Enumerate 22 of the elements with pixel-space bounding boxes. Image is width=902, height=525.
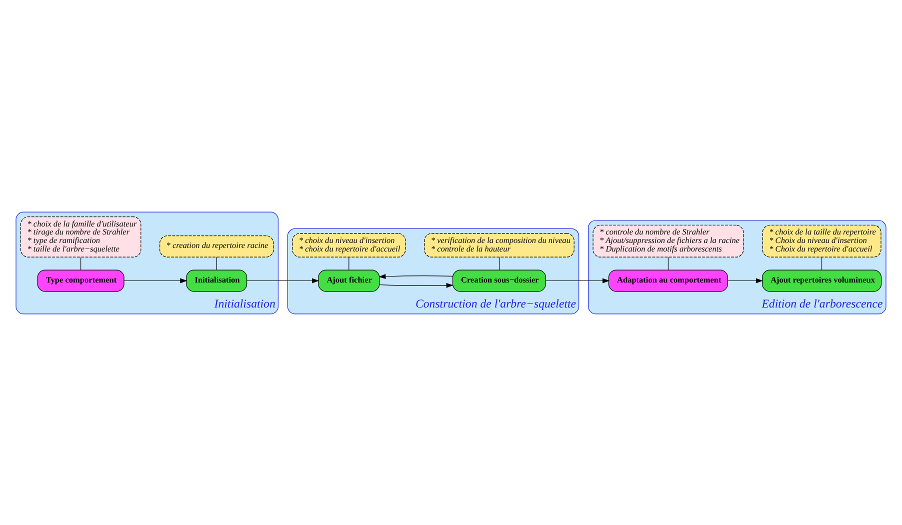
connector bbox=[80, 256, 82, 270]
arrow bbox=[378, 274, 453, 278]
node-box: * choix de la famille d'utilisateur * tirage du nombre de Strahler * type de ramification * taille de l'arbre−squelette bbox=[20, 216, 142, 257]
arrow bbox=[124, 278, 188, 283]
node-box: * creation du repertoire racine bbox=[160, 234, 274, 257]
node-box: Creation sous−dossier bbox=[452, 269, 546, 292]
node-box: Initialisation bbox=[186, 269, 248, 292]
node-box: * controle du nombre de Strahler * Ajout/suppression de fichiers a la racine * Duplication de motifs arborescents bbox=[592, 224, 744, 257]
arrow bbox=[379, 282, 454, 288]
arrow bbox=[727, 278, 764, 283]
node-box: * choix du niveau d'insertion * choix du repertoire d'accueil bbox=[292, 232, 406, 257]
node-box: Type comportement bbox=[37, 269, 124, 292]
node-box: Adaptation au comportement bbox=[608, 269, 728, 292]
arrow bbox=[546, 278, 610, 283]
node-box: Ajout repertoires volumineux bbox=[762, 269, 882, 292]
node-box: * choix de la taille du repertoire * Choix du niveau d'insertion * Choix du repertoire d'accueil bbox=[762, 224, 882, 257]
connector bbox=[216, 256, 217, 270]
node-box: Ajout fichier bbox=[318, 269, 380, 292]
connector bbox=[348, 256, 350, 270]
node-box: * verification de la composition du niveau * controle de la hauteur bbox=[424, 232, 574, 257]
arrow bbox=[246, 278, 320, 283]
connector bbox=[498, 256, 500, 270]
